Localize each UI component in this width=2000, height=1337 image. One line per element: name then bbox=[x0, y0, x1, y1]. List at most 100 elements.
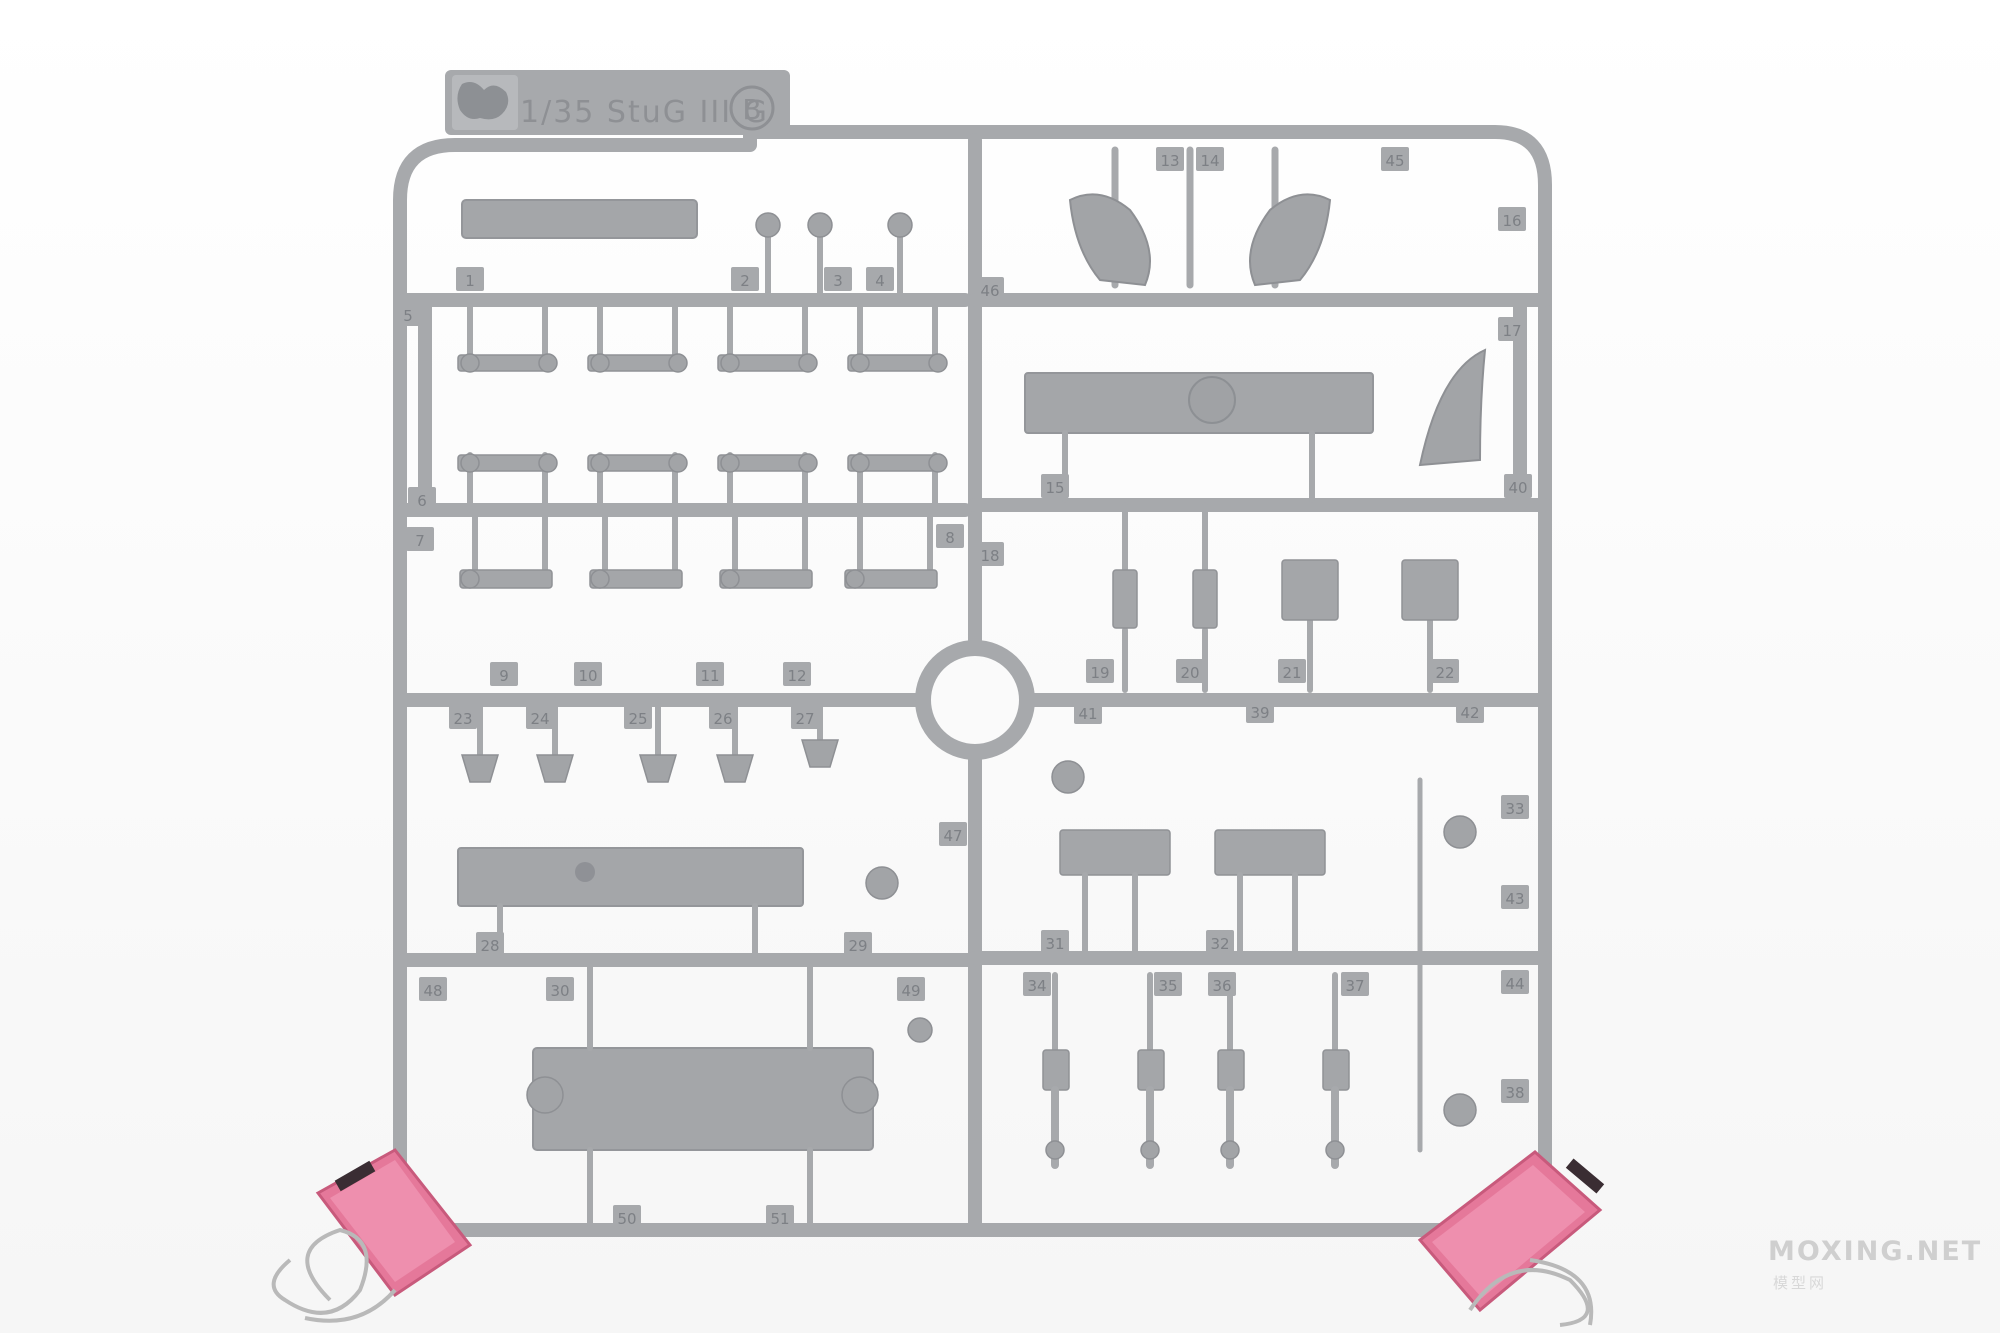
part-28-panel bbox=[457, 847, 804, 907]
part-tag-15: 15 bbox=[1041, 474, 1069, 498]
arm-knob bbox=[668, 453, 688, 473]
gate-ring bbox=[915, 640, 1035, 760]
svg-text:12: 12 bbox=[787, 667, 806, 685]
part-tag-27: 27 bbox=[791, 705, 819, 729]
part-tag-43: 43 bbox=[1501, 885, 1529, 909]
lower-arm bbox=[589, 569, 683, 589]
hatch-disc bbox=[1188, 376, 1236, 424]
arm-knob bbox=[798, 353, 818, 373]
arm-knob bbox=[538, 453, 558, 473]
svg-text:32: 32 bbox=[1210, 935, 1229, 953]
part-tag-39: 39 bbox=[1246, 699, 1274, 723]
small-part bbox=[807, 212, 833, 238]
svg-text:48: 48 bbox=[423, 982, 442, 1000]
part-tag-19: 19 bbox=[1086, 659, 1114, 683]
svg-text:15: 15 bbox=[1045, 479, 1064, 497]
svg-text:4: 4 bbox=[875, 272, 885, 290]
part-tag-28: 28 bbox=[476, 932, 504, 956]
hanger-part bbox=[1322, 1049, 1350, 1091]
part-tag-47: 47 bbox=[939, 822, 967, 846]
part-tag-34: 34 bbox=[1023, 972, 1051, 996]
svg-text:31: 31 bbox=[1045, 935, 1064, 953]
sprue-title: 1/35 StuG III G bbox=[520, 95, 769, 130]
bracket-part bbox=[1192, 569, 1218, 629]
svg-text:35: 35 bbox=[1158, 977, 1177, 995]
part-tag-1: 1 bbox=[456, 267, 484, 291]
arm-knob bbox=[590, 353, 610, 373]
svg-text:14: 14 bbox=[1200, 152, 1219, 170]
knob-part-41 bbox=[1051, 760, 1085, 794]
knob-part-29 bbox=[865, 866, 899, 900]
svg-text:3: 3 bbox=[833, 272, 843, 290]
svg-text:42: 42 bbox=[1460, 704, 1479, 722]
svg-text:7: 7 bbox=[415, 532, 425, 550]
housing-part-14 bbox=[1249, 193, 1332, 287]
svg-text:17: 17 bbox=[1502, 322, 1521, 340]
svg-text:9: 9 bbox=[499, 667, 509, 685]
clamp-part bbox=[1401, 559, 1459, 621]
arm-knob bbox=[845, 569, 865, 589]
svg-text:49: 49 bbox=[901, 982, 920, 1000]
sprue-title-tab bbox=[445, 70, 790, 135]
svg-text:45: 45 bbox=[1385, 152, 1404, 170]
part-tag-46: 46 bbox=[976, 277, 1004, 301]
svg-text:25: 25 bbox=[628, 710, 647, 728]
svg-text:16: 16 bbox=[1502, 212, 1521, 230]
large-panels bbox=[457, 199, 1374, 1151]
lower-arm bbox=[459, 569, 553, 589]
hanger-knob bbox=[1045, 1140, 1065, 1160]
part-tag-20: 20 bbox=[1176, 659, 1204, 683]
small-part bbox=[755, 212, 781, 238]
part-tag-4: 4 bbox=[866, 267, 894, 291]
svg-text:27: 27 bbox=[795, 710, 814, 728]
part-tag-24: 24 bbox=[526, 705, 554, 729]
lower-arm bbox=[719, 569, 813, 589]
arm-knob bbox=[460, 453, 480, 473]
housing-part-13 bbox=[1068, 193, 1151, 287]
arm-knob bbox=[590, 569, 610, 589]
part-tag-8: 8 bbox=[936, 524, 964, 548]
part-tag-44: 44 bbox=[1501, 970, 1529, 994]
svg-text:21: 21 bbox=[1282, 664, 1301, 682]
hanger-knob bbox=[1140, 1140, 1160, 1160]
part-tag-10: 10 bbox=[574, 662, 602, 686]
arm-knob bbox=[460, 353, 480, 373]
svg-text:30: 30 bbox=[550, 982, 569, 1000]
part-tag-36: 36 bbox=[1208, 972, 1236, 996]
wedge-part bbox=[715, 754, 755, 783]
knob-part-33 bbox=[1443, 815, 1477, 849]
arm-knob bbox=[928, 453, 948, 473]
part-tag-50: 50 bbox=[613, 1205, 641, 1229]
part-tag-9: 9 bbox=[490, 662, 518, 686]
knob-part-38 bbox=[1443, 1093, 1477, 1127]
part-tag-23: 23 bbox=[449, 705, 477, 729]
part-tag-5: 5 bbox=[394, 302, 422, 326]
part-tag-37: 37 bbox=[1341, 972, 1369, 996]
wedge-part bbox=[800, 739, 840, 768]
svg-text:38: 38 bbox=[1505, 1084, 1524, 1102]
left-binder-clip bbox=[271, 1148, 473, 1323]
arm-knob bbox=[720, 353, 740, 373]
svg-text:20: 20 bbox=[1180, 664, 1199, 682]
svg-text:8: 8 bbox=[945, 529, 955, 547]
arm-knob bbox=[590, 453, 610, 473]
hanger-knob bbox=[1325, 1140, 1345, 1160]
part-tag-31: 31 bbox=[1041, 930, 1069, 954]
part-tag-41: 41 bbox=[1074, 700, 1102, 724]
svg-text:26: 26 bbox=[713, 710, 732, 728]
arm-knob bbox=[538, 353, 558, 373]
lower-arm bbox=[844, 569, 938, 589]
arm-knob bbox=[668, 353, 688, 373]
curved-part-40 bbox=[1418, 348, 1487, 467]
part-tag-42: 42 bbox=[1456, 699, 1484, 723]
svg-text:22: 22 bbox=[1435, 664, 1454, 682]
svg-text:34: 34 bbox=[1027, 977, 1046, 995]
small-part bbox=[887, 212, 913, 238]
svg-text:10: 10 bbox=[578, 667, 597, 685]
svg-text:28: 28 bbox=[480, 937, 499, 955]
arm-knob bbox=[928, 353, 948, 373]
side-housing bbox=[526, 1076, 564, 1114]
sprue-letter: B bbox=[742, 93, 761, 126]
svg-text:40: 40 bbox=[1508, 479, 1527, 497]
